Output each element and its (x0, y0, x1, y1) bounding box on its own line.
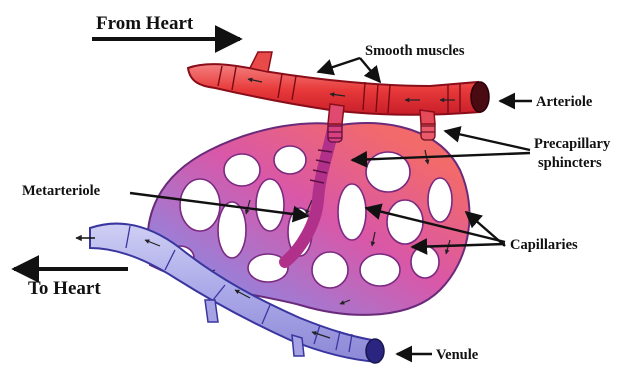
arteriole-label: Arteriole (536, 94, 593, 110)
metarteriole-label: Metarteriole (22, 183, 101, 199)
from-heart-label: From Heart (96, 13, 194, 34)
sphincters-label: sphincters (538, 155, 602, 171)
capillaries-label: Capillaries (510, 237, 578, 253)
smooth-muscles-label: Smooth muscles (365, 43, 465, 59)
arteriole-vessel (188, 52, 489, 124)
venule-label: Venule (436, 347, 479, 363)
precapillary-label: Precapillary (534, 136, 611, 152)
to-heart-label: To Heart (28, 278, 101, 299)
